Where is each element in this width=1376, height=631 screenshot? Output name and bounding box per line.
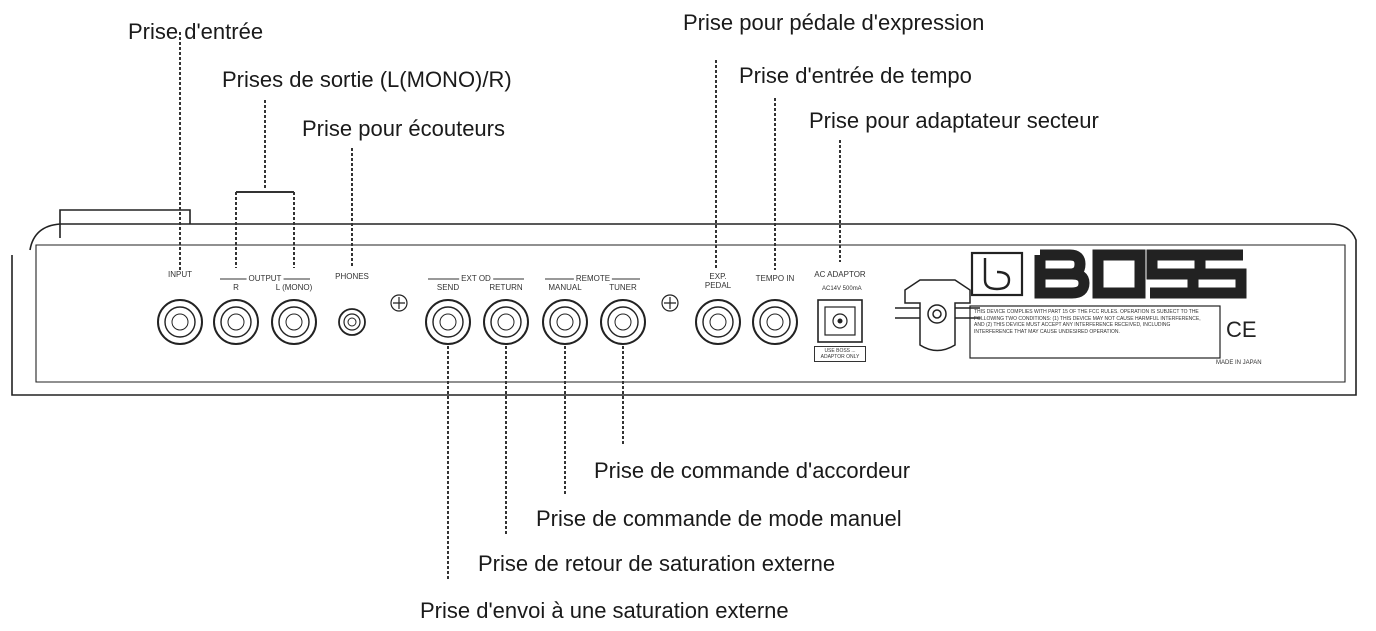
callout-phones-jack: Prise pour écouteurs bbox=[302, 116, 505, 141]
panel-label-tempo-in: TEMPO IN bbox=[755, 274, 795, 283]
panel-casing-outline bbox=[11, 223, 1357, 396]
panel-label-ac-rating: AC14V 500mA bbox=[822, 286, 862, 292]
phones-jack bbox=[338, 308, 366, 336]
cable-hook bbox=[895, 279, 980, 352]
callout-send-jack: Prise d'envoi à une saturation externe bbox=[420, 598, 789, 623]
panel-label-ext-od: EXT OD bbox=[459, 274, 493, 283]
fcc-notice-box bbox=[969, 305, 1221, 359]
panel-label-ac-adaptor: AC ADAPTOR bbox=[814, 270, 866, 279]
ac-adaptor-socket bbox=[817, 299, 863, 343]
output-l-mono-jack bbox=[271, 299, 317, 345]
panel-label-phones: PHONES bbox=[335, 272, 369, 281]
manual-jack bbox=[542, 299, 588, 345]
callout-manual-jack: Prise de commande de mode manuel bbox=[536, 506, 902, 531]
input-jack bbox=[157, 299, 203, 345]
panel-label-return: RETURN bbox=[489, 283, 523, 292]
panel-label-tuner: TUNER bbox=[609, 283, 637, 292]
callout-tuner-jack: Prise de commande d'accordeur bbox=[594, 458, 911, 483]
callout-input-jack: Prise d'entrée bbox=[128, 19, 264, 44]
tempo-in-jack bbox=[752, 299, 798, 345]
ce-mark: CE bbox=[1226, 317, 1257, 342]
panel-label-adaptor-note: USE BOSS ... ADAPTOR ONLY bbox=[814, 346, 866, 362]
callout-exp-pedal-jack: Prise pour pédale d'expression bbox=[683, 10, 985, 35]
panel-label-exp: EXP. bbox=[709, 272, 727, 281]
send-jack bbox=[425, 299, 471, 345]
tuner-jack bbox=[600, 299, 646, 345]
callout-return-jack: Prise de retour de saturation externe bbox=[478, 551, 836, 576]
panel-label-send: SEND bbox=[436, 283, 460, 292]
panel-label-manual: MANUAL bbox=[548, 283, 582, 292]
exp-pedal-jack bbox=[695, 299, 741, 345]
screw-left-icon bbox=[390, 294, 408, 312]
callout-ac-adaptor-jack: Prise pour adaptateur secteur bbox=[809, 108, 1099, 133]
callout-tempo-in-jack: Prise d'entrée de tempo bbox=[739, 63, 972, 88]
made-in-label: MADE IN JAPAN bbox=[1216, 360, 1262, 366]
panel-label-output: OUTPUT bbox=[246, 274, 284, 283]
return-jack bbox=[483, 299, 529, 345]
panel-label-input: INPUT bbox=[168, 270, 192, 279]
panel-label-remote: REMOTE bbox=[573, 274, 613, 283]
output-r-jack bbox=[213, 299, 259, 345]
boss-logo bbox=[970, 249, 1247, 299]
panel-face-outline bbox=[35, 244, 1346, 383]
screw-right-icon bbox=[661, 294, 679, 312]
panel-label-r: R bbox=[233, 283, 239, 292]
panel-label-pedal: PEDAL bbox=[704, 281, 732, 290]
callout-output-jacks: Prises de sortie (L(MONO)/R) bbox=[222, 67, 512, 92]
fcc-notice-text: THIS DEVICE COMPLIES WITH PART 15 OF THE… bbox=[974, 309, 1201, 335]
panel-label-l-mono: L (MONO) bbox=[275, 283, 313, 292]
